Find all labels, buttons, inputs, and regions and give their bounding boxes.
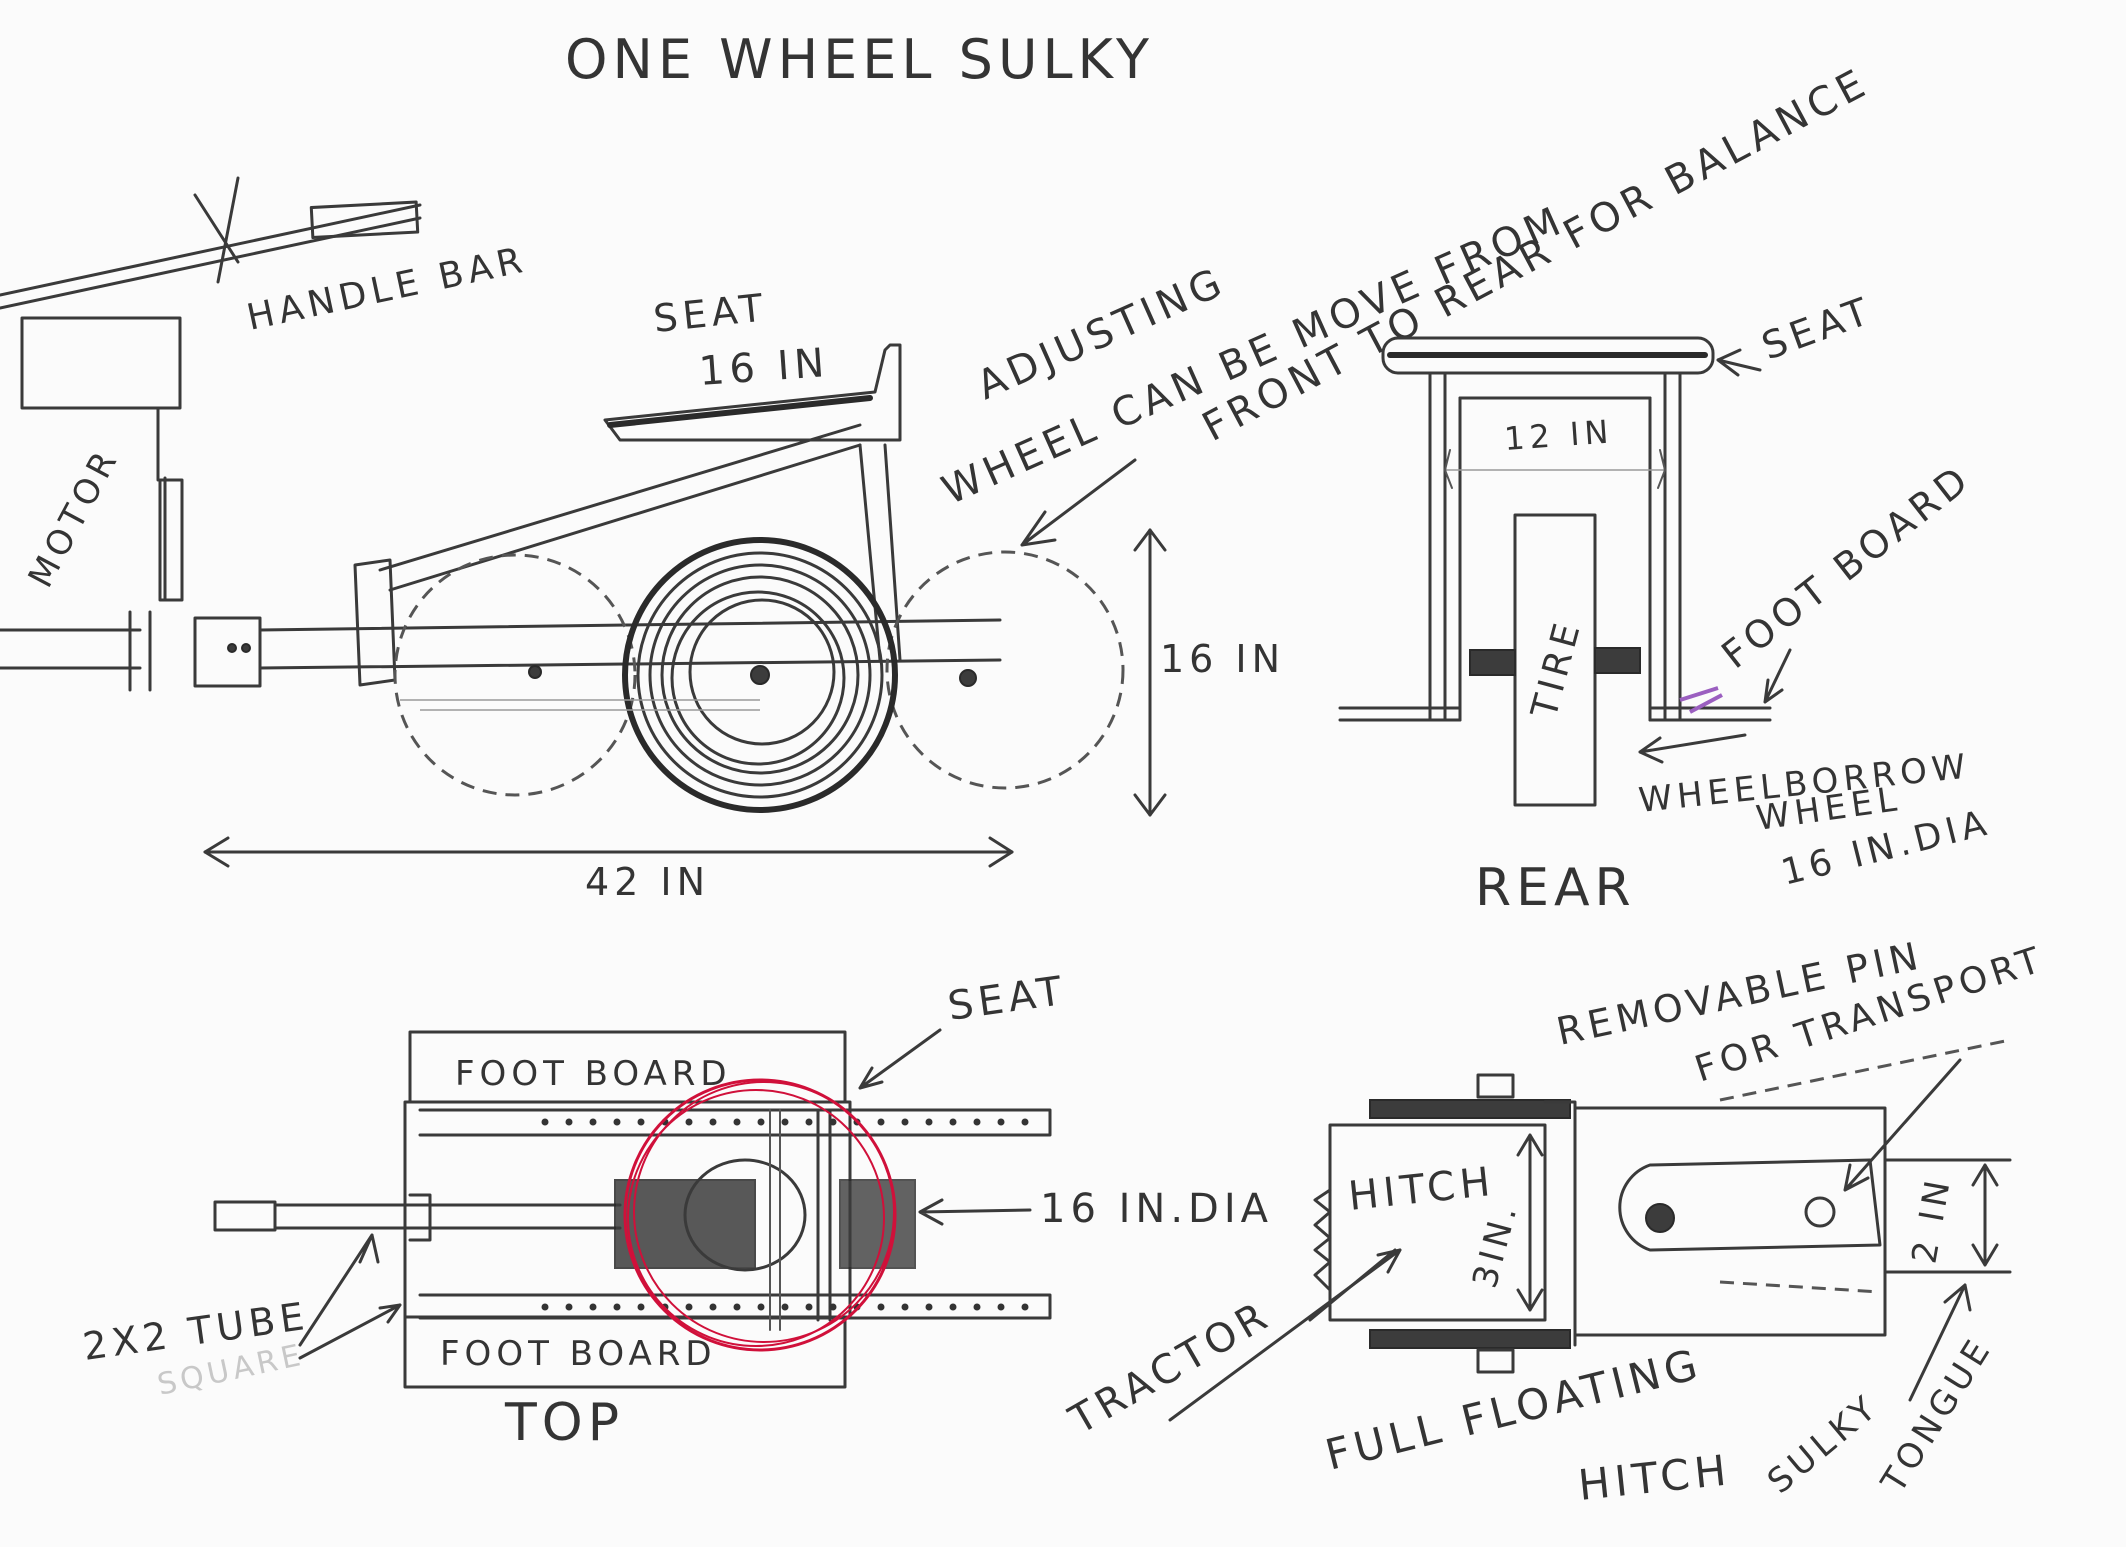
title: ONE WHEEL SULKY	[565, 28, 1154, 91]
adjust-hole	[781, 1303, 789, 1311]
top-view: FOOT BOARD FOOT BOARD SEAT 16 IN.DIA 2X2…	[80, 968, 1273, 1453]
pin-arrow	[1843, 1058, 1962, 1192]
adjust-hole	[613, 1118, 621, 1126]
rear-footboard-arrow	[1763, 648, 1792, 704]
adjust-hole	[997, 1303, 1005, 1311]
rear-view: SEAT 12 IN TIRE FOOT BOARD WHEELBORROW W…	[1338, 288, 1995, 918]
top-tube-arrows	[298, 1233, 402, 1360]
side-seat-drawing	[603, 343, 902, 442]
handle-bar-label: HANDLE BAR	[243, 239, 530, 338]
adjust-arrow	[1020, 458, 1137, 547]
tractor-arrow-2	[1308, 1248, 1397, 1322]
rear-tire-label: TIRE	[1524, 615, 1590, 724]
adjust-hole	[925, 1303, 933, 1311]
adjust-hole	[877, 1303, 885, 1311]
adjust-hole	[709, 1118, 717, 1126]
adjust-hole	[805, 1303, 813, 1311]
tongue-size-dimension	[1971, 1163, 1999, 1267]
length-label: 42 IN	[585, 860, 710, 904]
adjust-hole	[829, 1303, 837, 1311]
adjust-hole	[757, 1303, 765, 1311]
adjust-hole	[949, 1303, 957, 1311]
top-wheel-dia-label: 16 IN.DIA	[1040, 1186, 1273, 1232]
rear-frame-drawing	[1338, 371, 1772, 722]
hitch-caption: HITCH	[1576, 1445, 1733, 1510]
adjust-hole	[973, 1118, 981, 1126]
sulky-label: SULKY	[1760, 1386, 1887, 1502]
rear-purple-mark	[1679, 686, 1723, 714]
hitch-label: HITCH	[1346, 1159, 1497, 1220]
wheel-dia-arrow	[918, 1198, 1032, 1226]
adjust-hole	[805, 1118, 813, 1126]
adjust-hole	[901, 1118, 909, 1126]
adjust-hole	[925, 1118, 933, 1126]
top-seat-label: SEAT	[945, 968, 1070, 1030]
tongue-label: TONGUE	[1873, 1330, 2001, 1501]
side-seat-label: SEAT	[651, 285, 769, 341]
tongue-size-label: 2 IN	[1904, 1173, 1959, 1267]
adjust-hole	[685, 1303, 693, 1311]
top-frame-drawing	[213, 1030, 1052, 1389]
adjust-hole	[829, 1118, 837, 1126]
adjust-hole	[541, 1303, 549, 1311]
adjust-hole	[1021, 1118, 1029, 1126]
motor-label: MOTOR	[21, 441, 128, 594]
wheel-front-position	[885, 550, 1125, 790]
adjust-hole	[613, 1303, 621, 1311]
adjust-hole	[757, 1118, 765, 1126]
tongue-arrow	[1908, 1283, 1972, 1402]
hitch-drawing	[1313, 1038, 2012, 1374]
height-label: 16 IN	[1160, 637, 1285, 681]
adjust-hole	[877, 1118, 885, 1126]
rear-seat-arrow	[1716, 348, 1762, 377]
side-frame-drawing	[193, 423, 1002, 688]
rear-width-label: 12 IN	[1503, 412, 1615, 458]
hitch-size-dimension	[1516, 1133, 1544, 1312]
wheel-dia-red-circle	[623, 1078, 897, 1352]
adjust-hole	[541, 1118, 549, 1126]
rear-tire-drawing	[1469, 513, 1641, 807]
adjust-hole	[685, 1118, 693, 1126]
adjust-hole	[949, 1118, 957, 1126]
adjust-hole	[973, 1303, 981, 1311]
top-footboard-upper: FOOT BOARD	[455, 1054, 732, 1094]
adjust-hole	[901, 1303, 909, 1311]
hitch-size-label: 3IN.	[1465, 1197, 1526, 1292]
rear-seat-label: SEAT	[1756, 288, 1879, 368]
motor-drawing	[0, 316, 184, 692]
rear-seat-drawing	[1381, 336, 1715, 375]
rear-wheel-arrow	[1638, 733, 1747, 764]
rear-caption: REAR	[1475, 858, 1636, 918]
adjust-hole	[709, 1303, 717, 1311]
adjust-hole	[637, 1303, 645, 1311]
top-caption: TOP	[504, 1393, 624, 1453]
handle-bar-drawing	[0, 176, 422, 310]
adjust-hole	[565, 1118, 573, 1126]
rear-footboard-label: FOOT BOARD	[1713, 456, 1979, 677]
adjust-hole	[637, 1118, 645, 1126]
adjust-hole	[565, 1303, 573, 1311]
adjust-hole	[589, 1118, 597, 1126]
side-seat-size: 16 IN	[697, 340, 830, 395]
adjust-hole	[781, 1118, 789, 1126]
length-dimension	[203, 836, 1014, 868]
adjust-hole	[733, 1303, 741, 1311]
top-footboard-lower: FOOT BOARD	[440, 1334, 717, 1374]
adjust-hole	[589, 1303, 597, 1311]
adjust-hole	[1021, 1303, 1029, 1311]
adjust-hole	[997, 1118, 1005, 1126]
wheel-rear-position	[393, 553, 637, 797]
adjust-label-3: FRONT TO REAR FOR BALANCE	[1195, 59, 1877, 451]
adjust-hole	[733, 1118, 741, 1126]
top-seat-arrow	[858, 1028, 942, 1090]
tire-drawing	[528, 537, 977, 813]
height-dimension	[1133, 528, 1167, 817]
